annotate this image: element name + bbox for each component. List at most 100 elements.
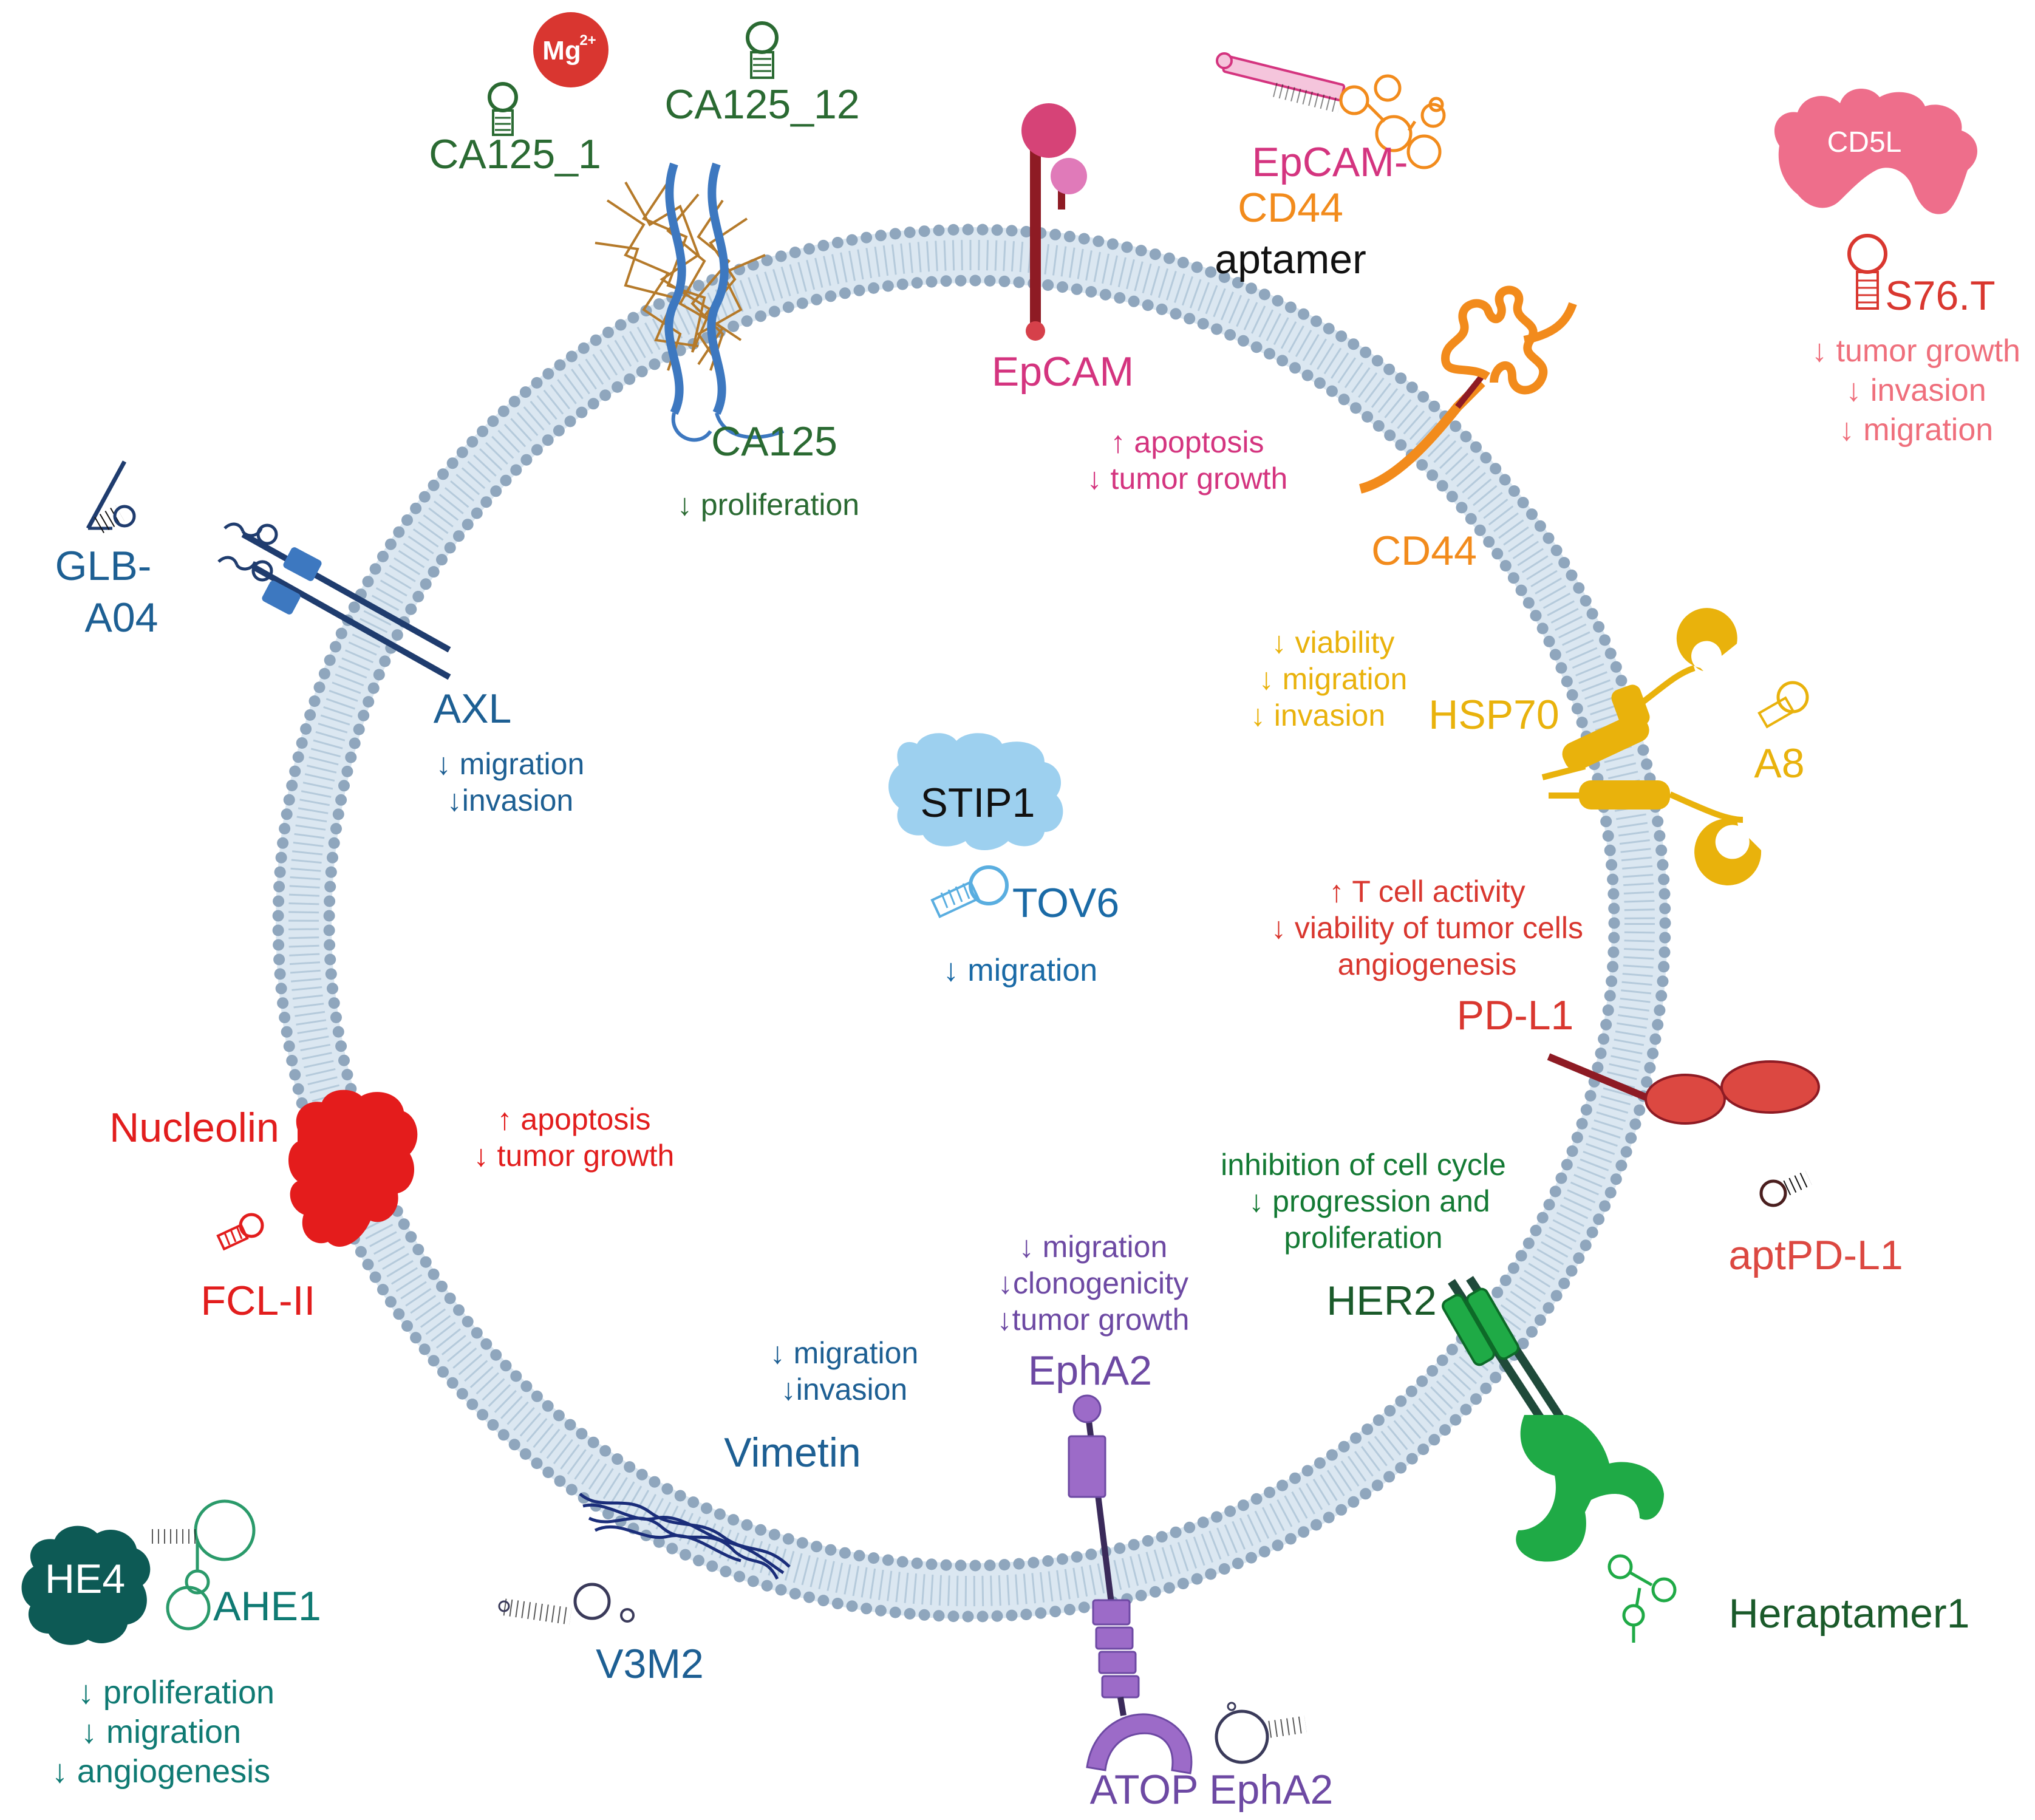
membrane-bead — [1149, 1586, 1161, 1598]
membrane-bead — [279, 1012, 291, 1023]
membrane-bead — [1298, 1526, 1310, 1538]
membrane-bead — [296, 737, 308, 749]
membrane-bead — [1184, 313, 1196, 325]
membrane-bead — [553, 424, 565, 437]
membrane-bead — [1460, 431, 1472, 443]
membrane-bead — [1543, 635, 1555, 647]
membrane-bead — [332, 808, 344, 820]
membrane-bead — [273, 953, 285, 966]
epha2-effect-3: ↓tumor growth — [997, 1303, 1190, 1337]
membrane-bead — [1258, 1546, 1270, 1558]
membrane-bead — [565, 1484, 578, 1496]
a8-aptamer-icon — [1757, 681, 1809, 729]
membrane-bead — [1142, 299, 1154, 312]
membrane-bead — [636, 1468, 648, 1481]
membrane-bead — [1593, 621, 1605, 633]
membrane-bead — [1652, 1018, 1664, 1031]
membrane-bead — [1604, 990, 1616, 1002]
membrane-bead — [1446, 491, 1458, 503]
membrane-bead — [1323, 1512, 1335, 1524]
membrane-bead — [446, 457, 458, 469]
membrane-bead — [1595, 1048, 1607, 1059]
membrane-bead — [1576, 1117, 1588, 1130]
pdl1-effect-1: ↑ T cell activity — [1329, 874, 1525, 908]
membrane-bead — [1218, 271, 1230, 283]
membrane-bead — [531, 377, 543, 389]
membrane-bead — [1450, 1414, 1462, 1426]
membrane-bead — [564, 1419, 576, 1431]
mg-charge: 2+ — [579, 32, 596, 49]
membrane-bead — [1416, 459, 1428, 471]
membrane-bead — [335, 627, 347, 639]
he4-effect-1: ↓ proliferation — [78, 1674, 274, 1711]
membrane-bead — [825, 290, 837, 302]
membrane-bead — [1659, 902, 1671, 915]
membrane-bead — [714, 1508, 726, 1520]
membrane-bead — [542, 1400, 554, 1412]
membrane-bead — [1416, 1375, 1428, 1387]
membrane-bead — [1371, 355, 1383, 367]
membrane-bead — [1659, 932, 1671, 944]
membrane-bead — [599, 1445, 612, 1457]
her2-receptor — [1442, 1276, 1664, 1562]
membrane-bead — [1641, 758, 1653, 770]
membrane-bead — [1526, 1326, 1538, 1338]
membrane-bead — [701, 1502, 712, 1515]
glb-a04-label-2: A04 — [85, 595, 159, 641]
membrane-bead — [1573, 1252, 1585, 1264]
membrane-bead — [328, 837, 340, 849]
membrane-bead — [1474, 524, 1486, 536]
membrane-bead — [1654, 830, 1666, 842]
membrane-bead — [1522, 1237, 1535, 1249]
membrane-bead — [1314, 1457, 1326, 1469]
membrane-bead — [338, 1054, 350, 1066]
membrane-bead — [324, 654, 336, 666]
cd5l-label: CD5L — [1827, 126, 1902, 158]
membrane-bead — [649, 1476, 661, 1488]
membrane-bead — [412, 590, 424, 602]
membrane-bead — [687, 1496, 700, 1508]
aptpdl1-aptamer-icon — [1759, 1170, 1812, 1207]
s76t-effect-2: ↓ invasion — [1846, 373, 1986, 408]
membrane-bead — [1277, 355, 1289, 367]
membrane-bead — [420, 1256, 432, 1268]
cd44-label: CD44 — [1371, 528, 1477, 574]
membrane-bead — [940, 1559, 952, 1571]
membrane-bead — [273, 895, 285, 907]
membrane-bead — [1128, 1539, 1140, 1551]
membrane-bead — [1348, 1496, 1360, 1508]
membrane-bead — [410, 1332, 422, 1344]
membrane-bead — [379, 655, 391, 667]
membrane-bead — [940, 275, 952, 287]
membrane-bead — [1542, 1302, 1555, 1314]
membrane-bead — [1599, 634, 1611, 646]
membrane-bead — [272, 910, 284, 922]
membrane-bead — [1057, 1553, 1068, 1565]
tov6-aptamer-icon — [930, 865, 1009, 919]
membrane-bead — [1277, 1479, 1289, 1491]
axl-label: AXL — [434, 686, 512, 732]
membrane-bead — [1237, 335, 1249, 347]
membrane-bead — [1232, 1558, 1244, 1569]
membrane-bead — [304, 709, 316, 721]
membrane-bead — [1607, 888, 1620, 900]
membrane-bead — [338, 780, 350, 792]
membrane-bead — [1499, 474, 1511, 486]
her2-effect-3: proliferation — [1284, 1221, 1442, 1255]
membrane-bead — [420, 578, 432, 590]
atop-epha2-aptamer-icon — [1215, 1702, 1307, 1764]
membrane-bead — [318, 667, 330, 680]
her2-effect-1: inhibition of cell cycle — [1221, 1148, 1506, 1182]
membrane-bead — [882, 280, 894, 292]
membrane-bead — [1571, 703, 1583, 715]
membrane-bead — [508, 395, 520, 407]
membrane-bead — [471, 1327, 483, 1339]
membrane-bead — [1480, 1382, 1492, 1394]
membrane-bead — [1598, 1033, 1610, 1045]
membrane-bead — [1584, 1089, 1597, 1102]
vimetin-label: Vimetin — [724, 1430, 861, 1476]
membrane-bead — [325, 968, 337, 980]
membrane-bead — [308, 695, 321, 707]
membrane-bead — [466, 436, 479, 448]
he4-label: HE4 — [45, 1556, 125, 1602]
